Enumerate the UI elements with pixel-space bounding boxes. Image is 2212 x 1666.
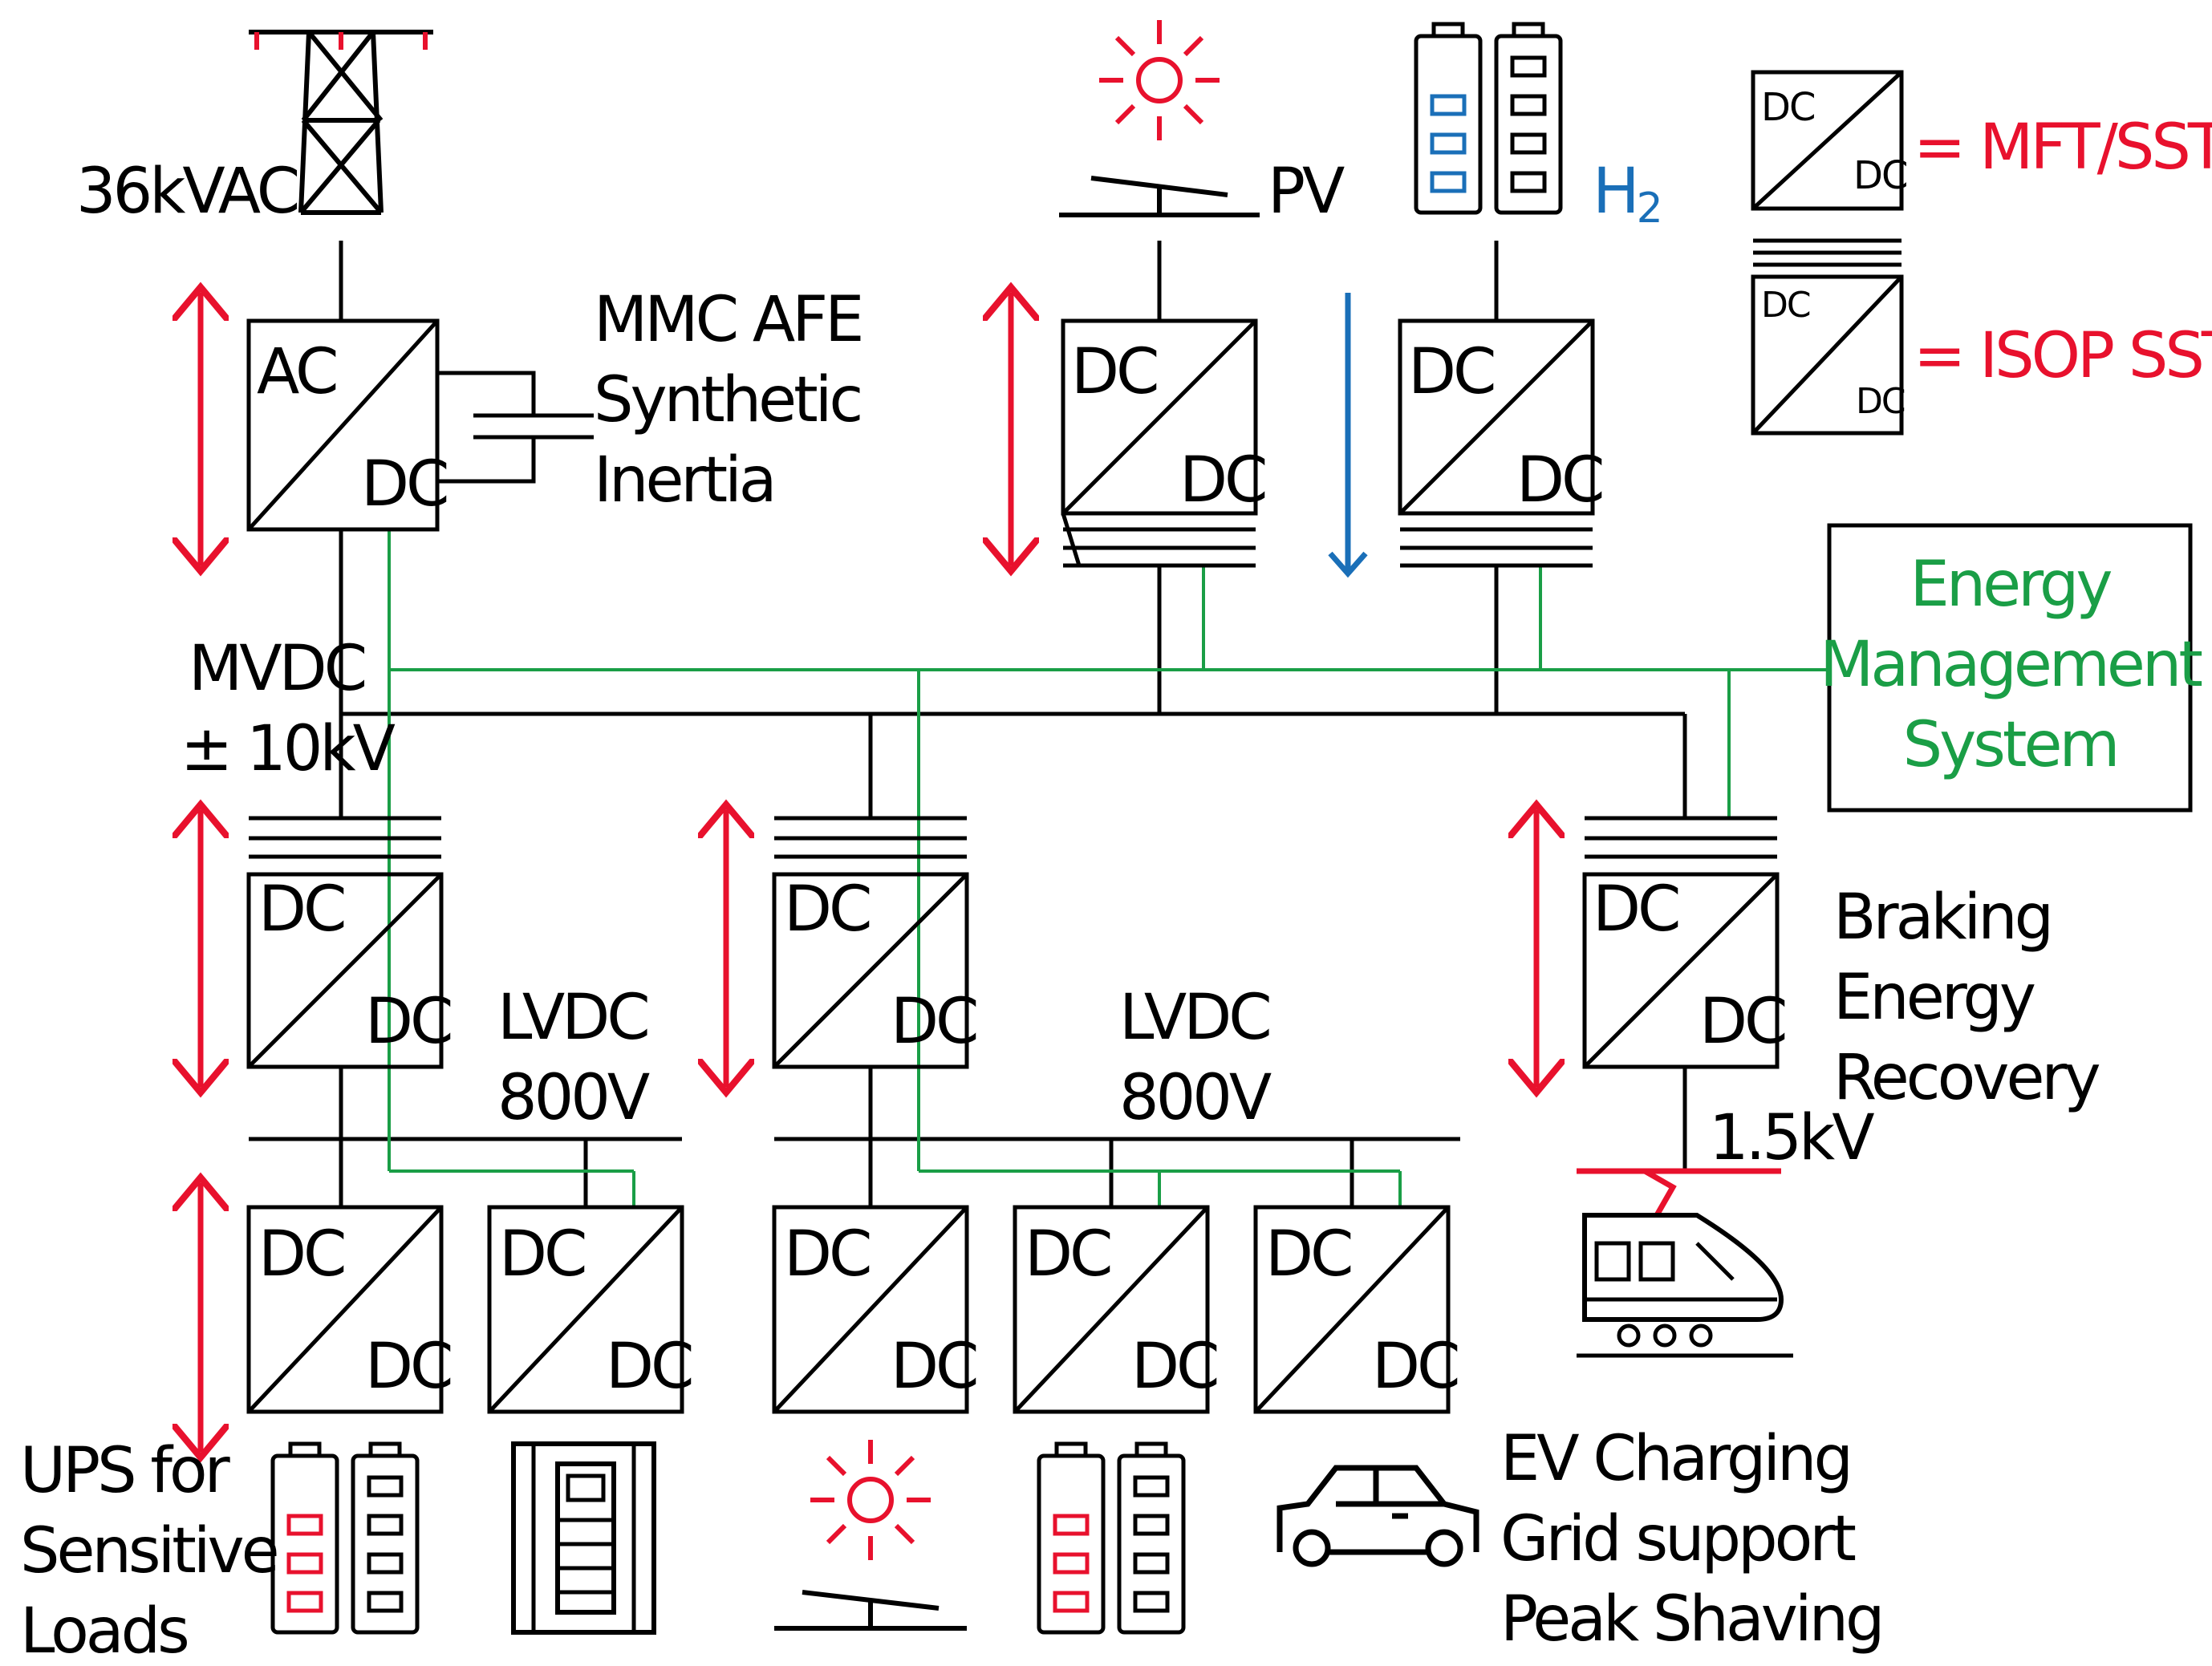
grid-voltage-label: 36kVAC [76,156,298,228]
ev-converter: DC DC [1253,1205,1461,1414]
converter-ac-label: AC [257,336,336,408]
converter-dc-label: DC [891,986,976,1058]
sun-bottom-icon [810,1440,931,1560]
h2-dcdc-converter: DC DC [1398,318,1605,568]
pv-dcdc-converter: DC DC [1061,318,1268,568]
legend-isop-label: = ISOP SST [1914,320,2212,392]
lvdc-left-voltage-label: 800V [497,1062,650,1134]
h2-main: H [1593,156,1637,228]
pv-panel-icon [1059,176,1260,217]
traction-voltage-label: 1.5kV [1709,1102,1874,1174]
lvdc-right-voltage-label: 800V [1119,1062,1272,1134]
converter-dc-label: DC [1408,336,1494,408]
pv-label: PV [1268,156,1345,228]
mvdc-lvdc-converter-middle: DC DC [772,816,980,1069]
braking-converter: DC DC [1582,816,1788,1069]
h2-label: H2 [1593,156,1660,233]
legend-dc-label: DC [1853,153,1906,198]
ems-line-3: System [1903,709,2117,781]
legend-isop-symbol: DC DC [1751,238,1906,436]
sun-icon [1099,20,1220,140]
bidirectional-arrows [201,293,1536,1452]
load-converters: DC DC DC DC DC DC DC DC DC DC [246,1205,1461,1414]
mvdc-lvdc-converter-left: DC DC [246,816,454,1069]
inertia-label: Inertia [594,444,774,517]
converter-dc-label: DC [258,1218,344,1291]
battery-converter: DC DC [1013,1205,1220,1414]
sensitive-label: Sensitive [20,1515,277,1587]
lvdc-left-label: LVDC [497,982,647,1054]
synthetic-label: Synthetic [594,364,860,436]
cabinet-converter: DC DC [487,1205,695,1414]
converter-dc-label: DC [1131,1331,1217,1403]
recovery-label: Recovery [1833,1042,2100,1114]
storage-battery-icon [1037,1441,1186,1635]
converter-dc-label: DC [365,1331,451,1403]
power-lines [249,241,1687,1207]
energy-management-system: Energy Management System [1820,523,2205,813]
ups-converter: DC DC [246,1205,454,1414]
converter-dc-label: DC [1699,986,1785,1058]
car-icon [1276,1465,1479,1567]
h2-subscript: 2 [1637,184,1660,233]
ev-charging-label: EV Charging [1500,1423,1850,1495]
transmission-tower-icon [249,30,433,215]
legend-dc-label: DC [1761,85,1814,130]
converter-dc-label: DC [1265,1218,1351,1291]
lvdc-right-label: LVDC [1119,982,1269,1054]
loads-label: Loads [20,1595,187,1666]
legend-mft-symbol: DC DC [1751,70,1908,211]
train-icon [1577,1168,1793,1358]
converter-dc-label: DC [784,1218,870,1291]
legend: DC DC = MFT/SST DC DC = ISOP SST [1751,70,2212,436]
converter-dc-label: DC [606,1331,692,1403]
converter-dc-label: DC [499,1218,585,1291]
converter-dc-label: DC [891,1331,976,1403]
mvdc-label: MVDC [189,633,365,705]
hydrogen-storage-icon [1414,22,1563,215]
converter-dc-label: DC [365,986,451,1058]
braking-label: Braking [1833,882,2051,954]
peak-shaving-label: Peak Shaving [1500,1583,1882,1656]
legend-dc-label: DC [1761,285,1810,326]
mmc-afe-converter: AC DC [246,318,594,532]
mvdc-voltage-label: ± 10kV [181,713,396,785]
pv-lv-converter: DC DC [772,1205,980,1414]
converter-dc-label: DC [1516,444,1602,517]
pv-panel-bottom-icon [774,1590,967,1631]
legend-mft-label: = MFT/SST [1914,111,2212,184]
cabinet-icon [511,1441,656,1635]
ups-for-label: UPS for [20,1435,231,1507]
converter-dc-label: DC [1025,1218,1110,1291]
energy-label: Energy [1833,962,2035,1034]
mmc-afe-label: MMC AFE [594,284,861,356]
converter-dc-label: DC [1593,874,1678,946]
unidirectional-arrow [1328,293,1368,578]
ems-line-2: Management [1820,629,2202,701]
ems-line-1: Energy [1910,549,2111,621]
converter-dc-label: DC [361,448,447,521]
converter-dc-label: DC [1372,1331,1458,1403]
ups-battery-icon [270,1441,420,1635]
legend-dc-label: DC [1856,381,1905,422]
converter-dc-label: DC [258,874,344,946]
diagram-labels: 36kVAC MMC AFE Synthetic Inertia MVDC ± … [20,156,2103,1666]
converter-dc-label: DC [1179,444,1265,517]
grid-support-label: Grid support [1500,1503,1855,1575]
converter-dc-label: DC [1071,336,1157,408]
converter-dc-label: DC [784,874,870,946]
